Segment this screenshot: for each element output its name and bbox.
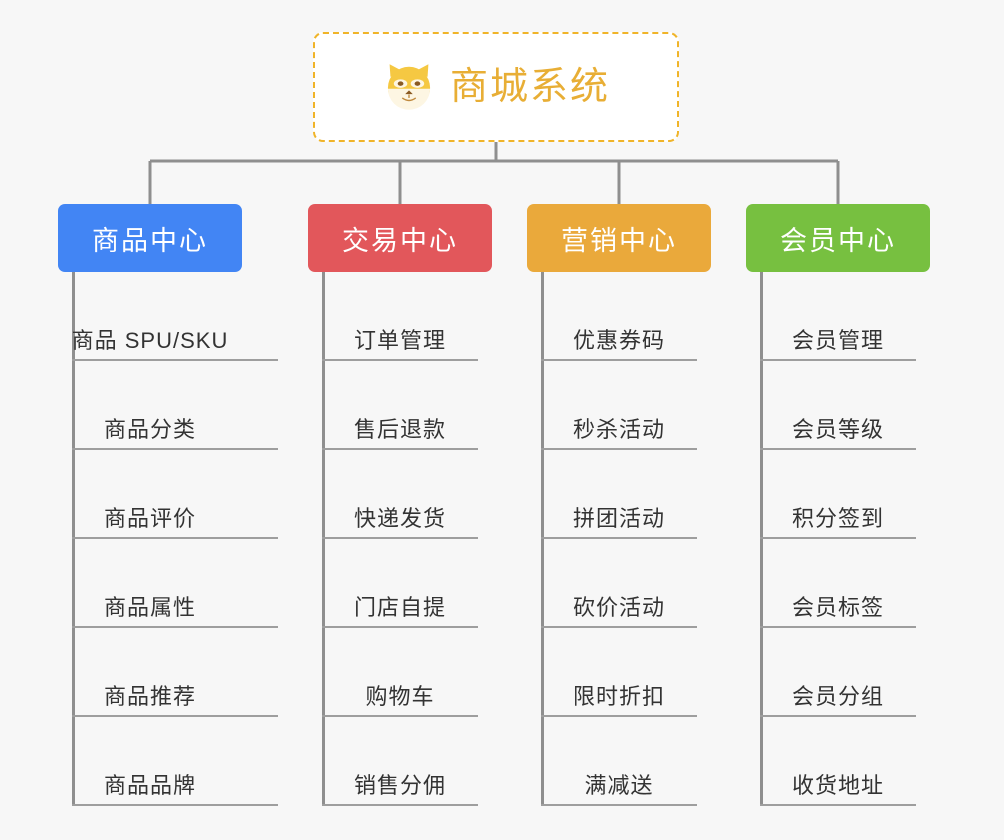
leaf-label: 商品分类 — [103, 417, 196, 442]
leaf-item[interactable]: 门店自提 — [308, 539, 492, 628]
leaf-item[interactable]: 商品品牌 — [58, 717, 278, 806]
column-spine — [322, 272, 325, 806]
leaf-item[interactable]: 商品分类 — [58, 361, 278, 450]
leaf-list-marketing-center: 优惠券码秒杀活动拼团活动砍价活动限时折扣满减送 — [527, 272, 711, 806]
leaf-label: 秒杀活动 — [572, 417, 665, 442]
leaf-label: 门店自提 — [353, 595, 446, 620]
leaf-label: 商品评价 — [103, 506, 196, 531]
leaf-underline — [541, 715, 697, 717]
leaf-underline — [72, 804, 278, 806]
column-spine — [541, 272, 544, 806]
leaf-item[interactable]: 拼团活动 — [527, 450, 711, 539]
leaf-label: 订单管理 — [353, 328, 446, 353]
category-box-product-center[interactable]: 商品中心 — [58, 204, 242, 272]
leaf-underline — [760, 537, 916, 539]
leaf-label: 限时折扣 — [572, 684, 665, 709]
leaf-underline — [322, 715, 478, 717]
leaf-item[interactable]: 会员管理 — [746, 272, 930, 361]
root-to-categories-connector — [148, 142, 840, 204]
leaf-item[interactable]: 限时折扣 — [527, 628, 711, 717]
leaf-item[interactable]: 会员分组 — [746, 628, 930, 717]
leaf-underline — [541, 537, 697, 539]
column-spine — [72, 272, 75, 806]
leaf-underline — [760, 804, 916, 806]
leaf-underline — [760, 359, 916, 361]
category-label: 商品中心 — [92, 225, 208, 256]
leaf-list-product-center: 商品 SPU/SKU 商品分类商品评价商品属性商品推荐商品品牌 — [58, 272, 278, 806]
category-column-product-center: 商品中心商品 SPU/SKU 商品分类商品评价商品属性商品推荐商品品牌 — [58, 204, 278, 806]
leaf-underline — [760, 715, 916, 717]
leaf-item[interactable]: 购物车 — [308, 628, 492, 717]
leaf-item[interactable]: 收货地址 — [746, 717, 930, 806]
leaf-label: 销售分佣 — [353, 773, 446, 798]
category-column-trade-center: 交易中心订单管理售后退款快递发货门店自提购物车销售分佣 — [308, 204, 492, 806]
leaf-label: 快递发货 — [353, 506, 446, 531]
leaf-underline — [322, 448, 478, 450]
leaf-label: 会员分组 — [791, 684, 884, 709]
leaf-item[interactable]: 销售分佣 — [308, 717, 492, 806]
leaf-underline — [72, 537, 278, 539]
leaf-label: 满减送 — [584, 773, 654, 798]
leaf-list-trade-center: 订单管理售后退款快递发货门店自提购物车销售分佣 — [308, 272, 492, 806]
leaf-item[interactable]: 优惠券码 — [527, 272, 711, 361]
leaf-underline — [760, 626, 916, 628]
leaf-underline — [72, 448, 278, 450]
leaf-underline — [322, 359, 478, 361]
leaf-item[interactable]: 订单管理 — [308, 272, 492, 361]
leaf-list-member-center: 会员管理会员等级积分签到会员标签会员分组收货地址 — [746, 272, 930, 806]
root-node[interactable]: 商城系统 — [313, 32, 679, 142]
leaf-item[interactable]: 商品 SPU/SKU — [58, 272, 278, 361]
leaf-underline — [322, 804, 478, 806]
category-column-member-center: 会员中心会员管理会员等级积分签到会员标签会员分组收货地址 — [746, 204, 930, 806]
leaf-item[interactable]: 会员标签 — [746, 539, 930, 628]
leaf-item[interactable]: 积分签到 — [746, 450, 930, 539]
leaf-label: 会员等级 — [791, 417, 884, 442]
leaf-label: 购物车 — [365, 684, 435, 709]
leaf-label: 商品 SPU/SKU — [71, 328, 229, 353]
leaf-item[interactable]: 会员等级 — [746, 361, 930, 450]
leaf-underline — [760, 448, 916, 450]
leaf-label: 优惠券码 — [572, 328, 665, 353]
leaf-item[interactable]: 满减送 — [527, 717, 711, 806]
leaf-label: 售后退款 — [353, 417, 446, 442]
leaf-underline — [541, 626, 697, 628]
leaf-label: 收货地址 — [791, 773, 884, 798]
leaf-underline — [72, 715, 278, 717]
leaf-underline — [541, 359, 697, 361]
leaf-underline — [322, 537, 478, 539]
category-label: 会员中心 — [780, 225, 896, 256]
leaf-label: 商品属性 — [103, 595, 196, 620]
root-title: 商城系统 — [449, 66, 610, 108]
leaf-item[interactable]: 快递发货 — [308, 450, 492, 539]
category-box-marketing-center[interactable]: 营销中心 — [527, 204, 711, 272]
leaf-underline — [72, 626, 278, 628]
shiba-dog-icon — [387, 64, 431, 110]
leaf-underline — [541, 804, 697, 806]
leaf-item[interactable]: 商品属性 — [58, 539, 278, 628]
leaf-item[interactable]: 商品推荐 — [58, 628, 278, 717]
leaf-label: 商品推荐 — [103, 684, 196, 709]
leaf-label: 会员标签 — [791, 595, 884, 620]
leaf-label: 砍价活动 — [572, 595, 665, 620]
category-box-member-center[interactable]: 会员中心 — [746, 204, 930, 272]
leaf-underline — [322, 626, 478, 628]
leaf-item[interactable]: 秒杀活动 — [527, 361, 711, 450]
leaf-item[interactable]: 售后退款 — [308, 361, 492, 450]
column-spine — [760, 272, 763, 806]
leaf-underline — [72, 359, 278, 361]
leaf-label: 商品品牌 — [103, 773, 196, 798]
leaf-underline — [541, 448, 697, 450]
leaf-item[interactable]: 砍价活动 — [527, 539, 711, 628]
leaf-item[interactable]: 商品评价 — [58, 450, 278, 539]
leaf-label: 积分签到 — [791, 506, 884, 531]
category-label: 交易中心 — [342, 225, 458, 256]
leaf-label: 拼团活动 — [572, 506, 665, 531]
category-box-trade-center[interactable]: 交易中心 — [308, 204, 492, 272]
leaf-label: 会员管理 — [791, 328, 884, 353]
category-label: 营销中心 — [561, 225, 677, 256]
category-column-marketing-center: 营销中心优惠券码秒杀活动拼团活动砍价活动限时折扣满减送 — [527, 204, 711, 806]
